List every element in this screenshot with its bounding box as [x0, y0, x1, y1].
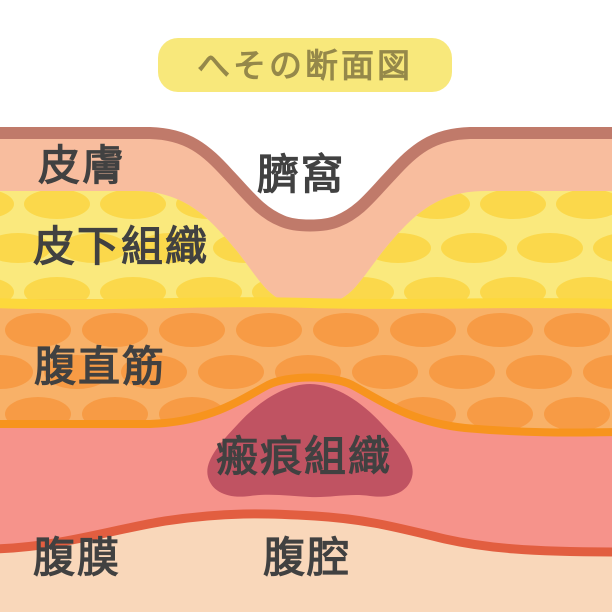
muscle-fiber — [121, 355, 187, 389]
muscle-fiber — [159, 313, 225, 347]
muscle-fiber — [82, 313, 148, 347]
subcutaneous-muscle-border — [0, 297, 612, 310]
scar-tissue-blob — [207, 384, 413, 498]
muscle-fiber — [467, 397, 533, 431]
fat-cell — [100, 191, 166, 219]
muscle-fiber — [352, 355, 418, 389]
label-peritoneum: 腹膜 — [33, 533, 122, 582]
label-rectus-abdominis: 腹直筋 — [34, 342, 167, 391]
label-subcutaneous-tissue: 皮下組織 — [33, 222, 210, 271]
muscle-fiber — [0, 355, 33, 389]
fat-cell — [441, 233, 507, 263]
fat-cell — [556, 191, 612, 219]
label-abdominal-cavity: 腹腔 — [263, 533, 352, 582]
diagram-title: へその断面図 — [197, 45, 413, 85]
fat-cell — [61, 233, 127, 263]
muscle-fiber — [467, 313, 533, 347]
fat-cell — [517, 233, 583, 263]
skin-surface-line — [0, 127, 612, 232]
abdominal-cavity-layer — [0, 513, 612, 612]
muscle-fiber — [544, 397, 610, 431]
fat-cell — [137, 233, 203, 263]
muscle-fiber — [236, 313, 302, 347]
fat-cell — [593, 233, 612, 263]
muscle-fiber — [313, 313, 379, 347]
muscle-fiber — [429, 355, 495, 389]
muscle-fiber — [44, 355, 110, 389]
muscle-bottom-border — [0, 373, 612, 437]
muscle-fiber — [5, 313, 71, 347]
muscle-fiber — [544, 313, 610, 347]
muscle-fiber — [390, 313, 456, 347]
muscle-fiber — [198, 355, 264, 389]
muscle-fiber — [506, 355, 572, 389]
peritoneum-line — [0, 509, 612, 557]
diagram-title-pill: へその断面図 — [158, 38, 452, 92]
fat-cell — [480, 191, 546, 219]
muscle-fiber — [583, 355, 612, 389]
label-skin: 皮膚 — [38, 141, 127, 190]
label-scar-tissue: 瘢痕組織 — [216, 432, 393, 481]
label-navel-fossa: 臍窩 — [257, 150, 346, 199]
fat-cell — [0, 233, 51, 263]
fat-cell — [24, 191, 90, 219]
